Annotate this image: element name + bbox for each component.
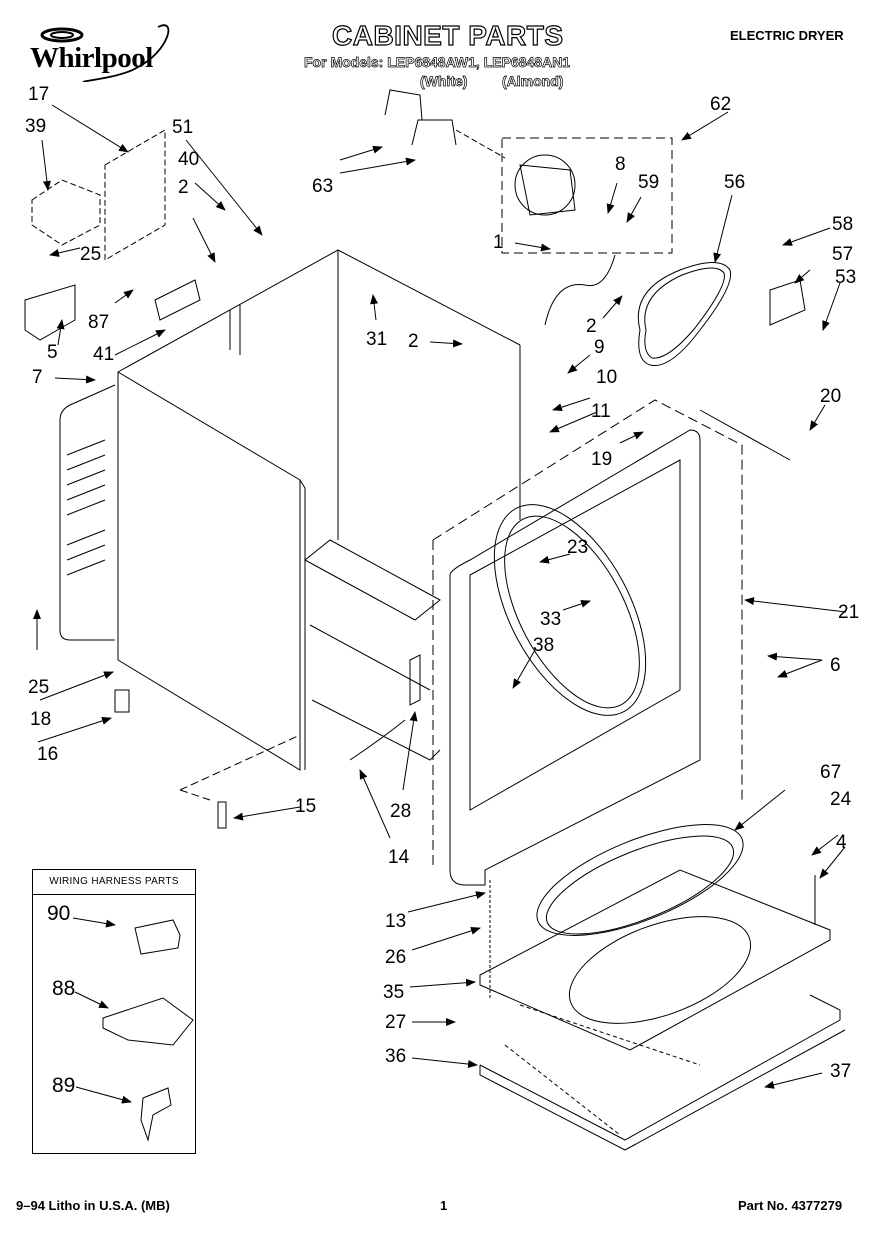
print-info: 9–94 Litho in U.S.A. (MB) [16, 1198, 170, 1213]
motor [514, 154, 576, 216]
callout-5: 5 [47, 342, 58, 363]
callout-15: 15 [295, 796, 317, 817]
callout-58: 58 [832, 214, 854, 235]
harness-part-89: 89 [52, 1074, 76, 1097]
page-title: CABINET PARTS [331, 19, 564, 51]
callout-19: 19 [591, 449, 613, 470]
top-panel [479, 869, 831, 1051]
callout-10: 10 [596, 367, 618, 388]
clip-89-icon [140, 1087, 172, 1142]
logo-swirl-icon [40, 24, 170, 82]
front-panel-dashed-box [432, 399, 743, 870]
callout-56: 56 [724, 172, 746, 193]
callout-21: 21 [838, 602, 860, 623]
callout-11: 11 [591, 401, 611, 422]
color-white: (White) [420, 73, 468, 90]
callout-14: 14 [388, 847, 410, 868]
callout-63: 63 [312, 176, 334, 197]
callout-13: 13 [385, 911, 407, 932]
connector-90-icon [134, 919, 181, 955]
callout-37: 37 [830, 1061, 852, 1082]
callout-8: 8 [615, 154, 626, 175]
harness-parts-drawing [72, 917, 194, 1142]
product-type: ELECTRIC DRYER [730, 28, 844, 43]
front-panel [449, 429, 701, 886]
motor-rail [384, 89, 457, 146]
callout-25: 25 [80, 244, 102, 265]
callout-18: 18 [30, 709, 52, 730]
callout-7: 7 [32, 367, 43, 388]
harness-part-90: 90 [47, 902, 71, 925]
callout-40: 40 [178, 149, 200, 170]
callout-16: 16 [37, 744, 59, 765]
callout-51: 51 [172, 117, 194, 138]
callout-2: 2 [586, 316, 597, 337]
color-almond: (Almond) [502, 73, 564, 90]
callout-9: 9 [594, 337, 605, 358]
callout-87: 87 [88, 312, 110, 333]
callout-6: 6 [830, 655, 841, 676]
callout-33: 33 [540, 609, 562, 630]
harness-part-88: 88 [52, 977, 76, 1000]
callout-38: 38 [533, 635, 555, 656]
callout-27: 27 [385, 1012, 407, 1033]
callout-36: 36 [385, 1046, 407, 1067]
callout-2: 2 [178, 177, 189, 198]
callout-24: 24 [830, 789, 852, 810]
callout-39: 39 [25, 116, 47, 137]
motor-dashed-box [501, 137, 673, 254]
callout-28: 28 [390, 801, 412, 822]
callout-17: 17 [28, 84, 50, 105]
models-line: For Models: LEP6848AW1, LEP6848AN1 [304, 54, 571, 71]
wiring-harness-inset: WIRING HARNESS PARTS 90 88 89 [32, 869, 196, 1154]
callout-59: 59 [638, 172, 660, 193]
callout-67: 67 [820, 762, 842, 783]
callout-26: 26 [385, 947, 407, 968]
connector-88-icon [102, 997, 194, 1046]
rear-panel [59, 384, 116, 641]
callout-4: 4 [836, 832, 847, 853]
callout-20: 20 [820, 386, 842, 407]
top-lid [479, 994, 846, 1151]
callout-35: 35 [383, 982, 405, 1003]
callout-41: 41 [93, 344, 115, 365]
callout-57: 57 [832, 244, 854, 265]
callout-23: 23 [567, 537, 589, 558]
callout-25: 25 [28, 677, 50, 698]
callout-1: 1 [493, 232, 504, 253]
cabinet-side-panel [117, 371, 301, 771]
callout-2: 2 [408, 331, 419, 352]
brand-name: Whirlpool [30, 42, 153, 74]
wiring-harness-title: WIRING HARNESS PARTS [33, 870, 195, 895]
page-number: 1 [440, 1198, 448, 1213]
part-number: Part No. 4377279 [738, 1198, 843, 1213]
callout-53: 53 [835, 267, 857, 288]
whirlpool-logo: Whirlpool [28, 22, 193, 82]
drive-belt [637, 262, 732, 367]
callout-62: 62 [710, 94, 732, 115]
callout-31: 31 [366, 329, 388, 350]
